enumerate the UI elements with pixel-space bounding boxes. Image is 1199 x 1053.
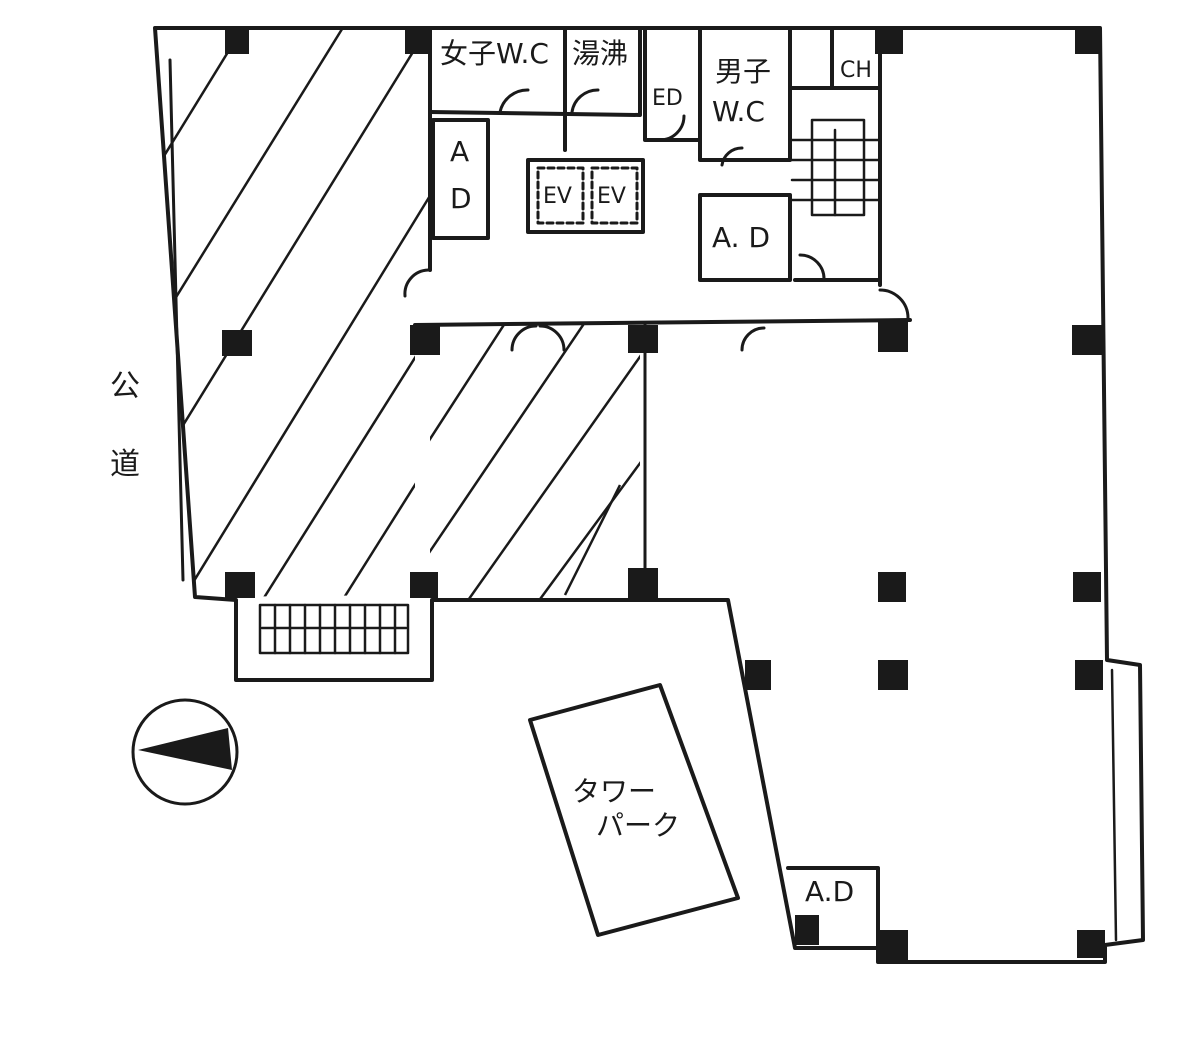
column: [1075, 30, 1101, 54]
column: [875, 30, 903, 54]
ad-shaft-bottom: [786, 866, 880, 950]
columns: [222, 30, 1105, 960]
elevator-left: [536, 166, 585, 225]
column: [795, 915, 819, 945]
tower-park-outline: [528, 683, 740, 937]
column: [225, 572, 255, 598]
ad-bottom-label: A.D: [805, 875, 855, 908]
door-swing: [798, 253, 826, 282]
elevator-right: [590, 166, 639, 225]
mens-wc-box: [698, 26, 792, 162]
stair-box: [788, 86, 882, 282]
column: [745, 660, 771, 690]
door-swing: [658, 114, 686, 142]
ad-shaft-mid: [698, 193, 792, 282]
column: [878, 572, 906, 602]
ad-left-label-2: D: [450, 182, 472, 215]
column: [878, 320, 908, 352]
door-swing: [570, 88, 600, 114]
door-swing: [498, 88, 530, 114]
column: [1073, 572, 1101, 602]
core-corridor-wall: [413, 318, 912, 327]
ed-box: [643, 26, 702, 142]
tower-park-label-1: タワー: [572, 775, 657, 808]
door-swing: [740, 326, 766, 352]
column: [1072, 325, 1102, 355]
door-swing: [403, 268, 430, 298]
door-swing: [538, 324, 566, 352]
column: [410, 325, 440, 355]
right-double-wall: [1110, 668, 1118, 942]
ad-shaft-left: [431, 118, 490, 240]
ed-label: ED: [652, 86, 683, 111]
column: [405, 30, 429, 54]
street-side-wall: [168, 58, 185, 582]
elevator-left-label: EV: [543, 184, 572, 209]
elevator-right-label: EV: [597, 184, 626, 209]
ch-label: CH: [840, 58, 872, 83]
core-stair: [790, 118, 880, 217]
column: [410, 572, 438, 598]
column: [628, 325, 658, 353]
column: [1075, 660, 1103, 690]
kitchenette-label: 湯沸: [572, 37, 629, 70]
womens-wc-label: 女子W.C: [440, 37, 549, 70]
column: [225, 30, 249, 54]
column: [878, 660, 908, 690]
hatched-area-west: [155, 28, 430, 597]
north-arrow-circle: [131, 698, 239, 806]
door-swing: [510, 324, 538, 352]
hatched-area-center: [430, 325, 640, 598]
street-label-2: 道: [110, 447, 140, 482]
street-label-1: 公: [110, 369, 140, 404]
door-swing: [720, 146, 744, 167]
column: [1077, 930, 1105, 958]
mens-wc-label-2: W.C: [712, 95, 765, 128]
door-swing: [878, 288, 910, 320]
lower-stair: [258, 603, 410, 655]
column: [878, 930, 908, 960]
column: [628, 568, 658, 598]
ad-mid-label: A. D: [712, 221, 771, 254]
ad-left-label-1: A: [450, 135, 470, 168]
compass-north-arrow-icon: [138, 728, 232, 770]
mens-wc-label-1: 男子: [715, 55, 772, 88]
tower-park-label-2: パーク: [596, 809, 681, 842]
elevator-shaft: [526, 158, 645, 234]
column: [222, 330, 252, 356]
